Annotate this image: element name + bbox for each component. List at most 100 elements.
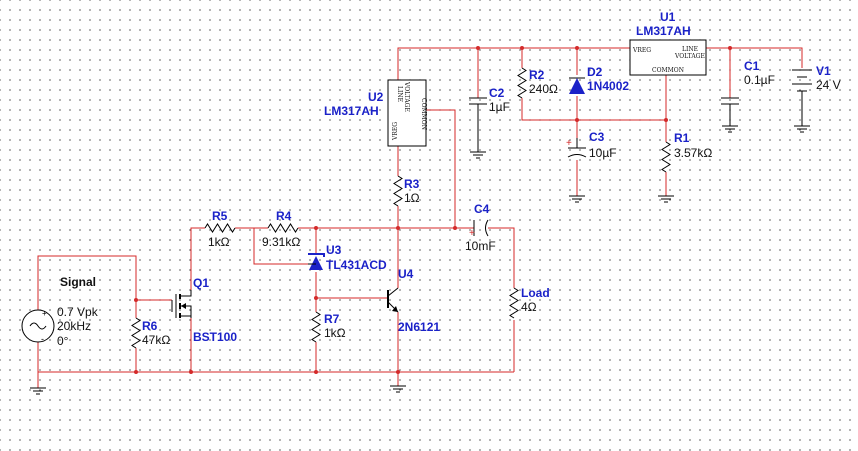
- r1-value: 3.57kΩ: [674, 146, 712, 160]
- resistor-load[interactable]: Load 4Ω: [509, 286, 550, 319]
- junction: [314, 370, 318, 374]
- q1-source: [180, 315, 192, 318]
- junction: [728, 46, 732, 50]
- regulator-u1[interactable]: VREG LINE VOLTAGE COMMON U1 LM317AH: [629, 10, 707, 76]
- resistor-r7[interactable]: R7 1kΩ: [311, 311, 346, 343]
- r3-zigzag: [393, 175, 403, 207]
- r4-ref: R4: [276, 209, 292, 223]
- signal-source[interactable]: + - Signal 0.7 Vpk 20kHz 0°: [21, 275, 99, 348]
- u2-ref: U2: [368, 90, 384, 104]
- transistor-u4[interactable]: U4 2N6121: [387, 267, 440, 334]
- resistor-r4[interactable]: R4 9.31kΩ: [262, 209, 300, 249]
- capacitor-c2[interactable]: C2 1µF: [469, 86, 510, 152]
- r4-value: 9.31kΩ: [262, 235, 300, 249]
- u1-pin-line: LINE: [682, 46, 698, 53]
- signal-amplitude: 0.7 Vpk: [57, 305, 99, 319]
- u1-pin-common: COMMON: [652, 67, 684, 74]
- resistor-r1[interactable]: R1 3.57kΩ: [661, 131, 712, 173]
- r2-zigzag: [517, 67, 527, 99]
- u3-part: TL431ACD: [326, 258, 387, 272]
- battery-v1[interactable]: V1 24 V: [792, 64, 841, 126]
- u1-pin-vreg: VREG: [632, 47, 651, 54]
- junction: [189, 370, 193, 374]
- wire-u1-right: [706, 47, 803, 68]
- junction: [134, 370, 138, 374]
- sine-icon: [29, 322, 47, 330]
- r4-zigzag: [267, 223, 299, 233]
- u4-part: 2N6121: [398, 320, 440, 334]
- c4-plate-curved: [485, 219, 489, 237]
- junction: [575, 46, 579, 50]
- c3-polarity: +: [566, 138, 572, 149]
- c3-value: 10µF: [589, 146, 617, 160]
- ground-icon: [794, 125, 810, 133]
- load-value: 4Ω: [521, 300, 537, 314]
- u3-ref: U3: [326, 243, 342, 257]
- q1-drain: [180, 290, 192, 297]
- d2-ref: D2: [587, 65, 603, 79]
- load-ref: Load: [521, 286, 550, 300]
- q1-ref: Q1: [193, 276, 209, 290]
- ground-icon: [658, 195, 674, 203]
- regulator-u2[interactable]: VREG LINE VOLTAGE COMMON U2 LM317AH: [324, 79, 427, 147]
- u2-pin-line: LINE: [396, 86, 403, 102]
- u3-cathode-bar: [308, 253, 325, 257]
- r3-ref: R3: [404, 177, 420, 191]
- junctions: [134, 46, 732, 374]
- shunt-regulator-u3[interactable]: U3 TL431ACD: [308, 243, 387, 272]
- junction: [314, 226, 318, 230]
- diode-d2[interactable]: D2 1N4002: [569, 65, 629, 94]
- resistor-r5[interactable]: R5 1kΩ: [204, 209, 236, 249]
- r3-value: 1Ω: [404, 191, 420, 205]
- c1-ref: C1: [744, 59, 760, 73]
- ground-symbols: [30, 125, 810, 395]
- signal-minus: -: [41, 334, 44, 344]
- resistor-r2[interactable]: R2 240Ω: [517, 67, 558, 99]
- wire-r5-left: [190, 227, 205, 290]
- r6-value: 47kΩ: [142, 333, 170, 347]
- capacitor-c1[interactable]: C1 0.1µF: [721, 59, 775, 126]
- wire-u2-common: [426, 109, 456, 228]
- c3-ref: C3: [589, 130, 605, 144]
- load-zigzag: [509, 287, 519, 319]
- u1-pin-voltage: VOLTAGE: [674, 53, 705, 60]
- c1-value: 0.1µF: [744, 73, 775, 87]
- r2-ref: R2: [529, 68, 545, 82]
- mosfet-q1[interactable]: Q1 BST100: [171, 276, 237, 344]
- u2-pin-common: COMMON: [420, 98, 427, 130]
- c2-value: 1µF: [489, 100, 510, 114]
- resistor-r3[interactable]: R3 1Ω: [393, 175, 420, 207]
- ground-icon: [569, 195, 585, 203]
- signal-title: Signal: [60, 275, 96, 289]
- ground-icon: [390, 385, 406, 393]
- c4-value: 10mF: [465, 239, 496, 253]
- q1-part: BST100: [193, 330, 237, 344]
- r7-value: 1kΩ: [324, 326, 346, 340]
- capacitor-c4[interactable]: + C4 10mF: [465, 202, 496, 253]
- d2-triangle: [569, 78, 585, 94]
- v1-ref: V1: [816, 64, 831, 78]
- junction: [575, 118, 579, 122]
- junction: [476, 46, 480, 50]
- c4-ref: C4: [474, 202, 490, 216]
- u2-pin-vreg: VREG: [392, 122, 399, 141]
- u1-part: LM317AH: [636, 24, 691, 38]
- q1-arrow: [181, 303, 186, 309]
- wire-top-rail: [397, 47, 630, 80]
- r6-ref: R6: [142, 319, 158, 333]
- c3-plate-curved: [567, 154, 587, 158]
- junction: [396, 226, 400, 230]
- junction: [396, 370, 400, 374]
- r7-ref: R7: [324, 312, 340, 326]
- u2-part: LM317AH: [324, 104, 379, 118]
- u2-pin-voltage: VOLTAGE: [403, 81, 410, 112]
- wire-signal-top: [37, 255, 172, 310]
- r2-value: 240Ω: [529, 82, 558, 96]
- wire-r2-bottom: [521, 98, 666, 121]
- wire-u3-ref: [253, 228, 308, 265]
- capacitor-c3[interactable]: + C3 10µF: [566, 130, 617, 160]
- junction: [453, 226, 457, 230]
- resistor-r6[interactable]: R6 47kΩ: [131, 317, 170, 349]
- ground-icon: [470, 151, 486, 159]
